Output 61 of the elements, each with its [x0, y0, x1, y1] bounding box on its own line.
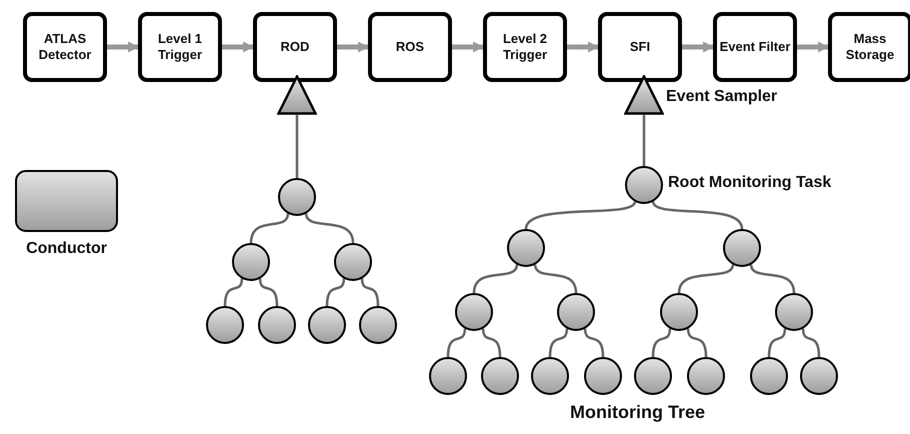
monitoring-task-circle — [278, 178, 316, 216]
monitoring-task-circle — [232, 243, 270, 281]
flow-arrow — [107, 42, 140, 52]
tree-connector — [446, 328, 466, 358]
monitoring-task-circle — [660, 293, 698, 331]
process-box: Level 2 Trigger — [483, 12, 567, 82]
tree-connector — [584, 328, 604, 358]
monitoring-task-circle — [584, 357, 622, 395]
monitoring-task-circle — [206, 306, 244, 344]
process-box: ROD — [253, 12, 337, 82]
tree-connector — [258, 278, 278, 306]
monitoring-task-circle — [359, 306, 397, 344]
process-box: ROS — [368, 12, 452, 82]
node-caption: Event Sampler — [666, 88, 778, 106]
flow-arrow — [222, 42, 254, 52]
tree-connector — [768, 328, 786, 358]
process-box: Event Filter — [713, 12, 797, 82]
monitoring-task-circle — [455, 293, 493, 331]
tree-connector — [642, 115, 646, 166]
tree-connector — [482, 328, 502, 358]
flow-arrow — [682, 42, 714, 52]
monitoring-task-circle — [723, 229, 761, 267]
monitoring-task-circle — [258, 306, 296, 344]
monitoring-task-circle — [334, 243, 372, 281]
monitoring-task-circle — [429, 357, 467, 395]
tree-connector — [224, 278, 244, 306]
monitoring-task-circle — [687, 357, 725, 395]
monitoring-task-circle — [634, 357, 672, 395]
monitoring-task-circle — [750, 357, 788, 395]
tree-connector — [678, 264, 734, 294]
tree-connector — [326, 278, 346, 306]
process-box: SFI — [598, 12, 682, 82]
flow-arrow — [337, 42, 370, 52]
diagram-label: Monitoring Tree — [570, 402, 705, 423]
monitoring-task-circle — [557, 293, 595, 331]
tree-connector — [304, 213, 354, 244]
tree-connector — [802, 328, 820, 358]
tree-connector — [686, 328, 708, 358]
monitoring-task-circle — [531, 357, 569, 395]
monitoring-task-circle — [308, 306, 346, 344]
sampler-triangle — [277, 75, 317, 115]
node-caption: Root Monitoring Task — [668, 174, 832, 192]
block-label: Conductor — [25, 240, 108, 258]
monitoring-task-circle — [625, 166, 663, 204]
flow-arrow — [797, 42, 830, 52]
monitoring-task-circle — [775, 293, 813, 331]
tree-connector — [652, 328, 672, 358]
monitoring-task-circle — [481, 357, 519, 395]
tree-connector — [652, 201, 744, 230]
flow-arrow — [567, 42, 600, 52]
process-box: ATLAS Detector — [23, 12, 107, 82]
monitoring-task-circle — [507, 229, 545, 267]
monitoring-task-circle — [800, 357, 838, 395]
process-box: Level 1 Trigger — [138, 12, 222, 82]
tree-connector — [296, 115, 298, 178]
flow-arrow — [452, 42, 484, 52]
process-box: Mass Storage — [828, 12, 910, 82]
tree-connector — [524, 201, 636, 230]
sampler-triangle — [624, 75, 664, 115]
tree-connector — [360, 278, 380, 306]
tree-connector — [548, 328, 568, 358]
